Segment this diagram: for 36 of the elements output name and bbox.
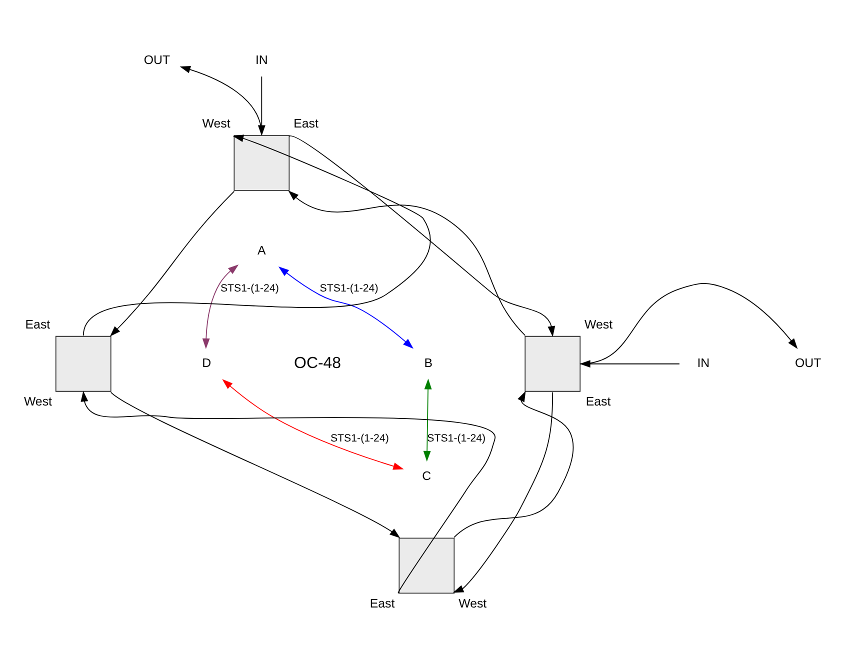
node-label: West [458,596,487,611]
arrow [222,379,404,470]
arrow [180,66,262,136]
arrow [452,392,554,593]
arrow [278,266,414,349]
node-label: West [584,318,613,332]
node-label: East [25,318,50,332]
node-label: East [586,394,611,409]
arrow [454,391,574,538]
label: OC-48 [294,354,342,372]
node-text: C [422,468,432,483]
node-text: OUT [794,356,822,370]
node-label: West [24,394,52,409]
arrow [110,392,400,538]
arrow [80,390,496,593]
node-text: IN [255,52,268,67]
arrow [82,134,431,336]
node-label: East [294,116,318,131]
node-text: A [258,244,266,258]
node-text: IN [697,356,710,370]
arrow [423,378,432,462]
node-text: B [424,356,433,370]
arrow [288,190,526,336]
node-text: D [202,356,212,370]
edge-label: STS1-(1-24) [427,432,486,445]
edge-label: STS1-(1-24) [220,282,279,295]
edge-label: STS1-(1-24) [320,282,378,295]
arrow [288,136,556,337]
arrow [580,283,798,364]
node-text: OUT [144,52,170,67]
edge-label: STS1-(1-24) [330,432,389,445]
node-label: West [202,116,230,131]
node-label: East [370,596,395,611]
arrow [580,360,680,368]
arrow [202,264,239,350]
arrow [110,190,235,336]
